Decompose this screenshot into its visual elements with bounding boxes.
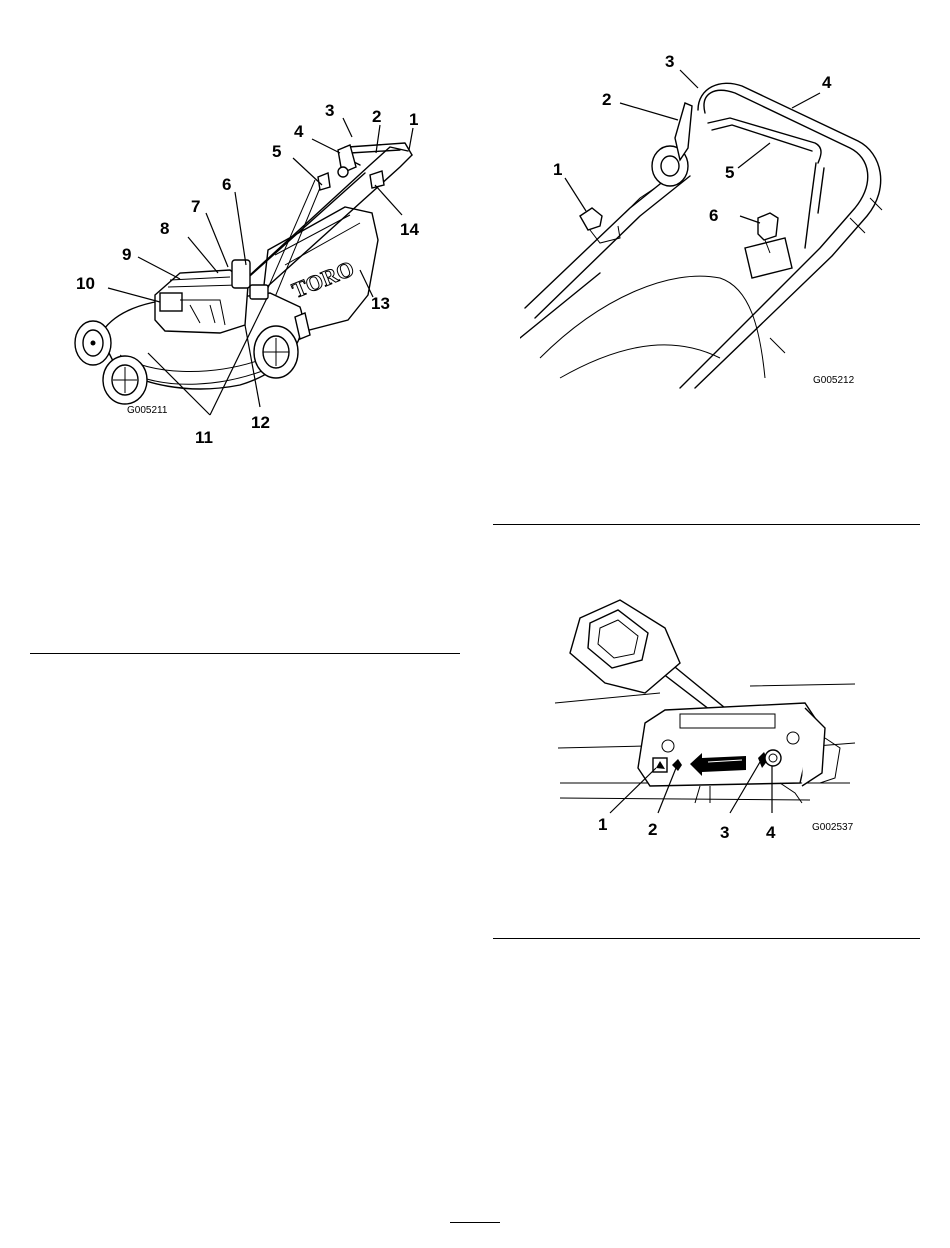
divider-left bbox=[30, 653, 460, 654]
callout-8: 8 bbox=[160, 219, 169, 238]
figure-code: G005211 bbox=[127, 405, 168, 416]
callout-2: 2 bbox=[602, 90, 611, 109]
callout-6: 6 bbox=[709, 206, 718, 225]
figure-mower: TORO bbox=[60, 95, 440, 450]
hare-icon bbox=[765, 750, 781, 766]
callout-3: 3 bbox=[665, 52, 674, 71]
callout-9: 9 bbox=[122, 245, 131, 264]
shift-lever-illustration: 1 2 3 4 G002537 bbox=[550, 598, 870, 848]
front-left-wheel bbox=[103, 356, 147, 404]
callout-7: 7 bbox=[191, 197, 200, 216]
callout-5: 5 bbox=[272, 142, 281, 161]
callout-13: 13 bbox=[371, 294, 390, 313]
callout-1: 1 bbox=[598, 815, 607, 834]
callout-4: 4 bbox=[294, 122, 304, 141]
mower-illustration: TORO bbox=[60, 95, 440, 450]
front-right-wheel bbox=[254, 326, 298, 378]
figure-code: G005212 bbox=[813, 375, 855, 386]
callout-4: 4 bbox=[766, 823, 776, 842]
callout-3: 3 bbox=[720, 823, 729, 842]
callout-1: 1 bbox=[553, 160, 562, 179]
handle-illustration: 1 2 3 4 5 6 G005212 bbox=[520, 48, 900, 393]
callout-12: 12 bbox=[251, 413, 270, 432]
callout-2: 2 bbox=[648, 820, 657, 839]
callout-10: 10 bbox=[76, 274, 95, 293]
callout-14: 14 bbox=[400, 220, 419, 239]
figure-code: G002537 bbox=[812, 822, 854, 833]
callout-1: 1 bbox=[409, 110, 418, 129]
callout-11: 11 bbox=[195, 428, 213, 447]
callout-4: 4 bbox=[822, 73, 832, 92]
figure-handle: 1 2 3 4 5 6 G005212 bbox=[520, 48, 900, 393]
callout-3: 3 bbox=[325, 101, 334, 120]
callout-2: 2 bbox=[372, 107, 381, 126]
rear-left-wheel bbox=[75, 321, 111, 365]
callout-5: 5 bbox=[725, 163, 734, 182]
divider-right-1 bbox=[493, 524, 920, 525]
callout-6: 6 bbox=[222, 175, 231, 194]
divider-right-2 bbox=[493, 938, 920, 939]
page-footer-rule bbox=[450, 1222, 500, 1223]
figure-shift: 1 2 3 4 G002537 bbox=[550, 598, 870, 848]
